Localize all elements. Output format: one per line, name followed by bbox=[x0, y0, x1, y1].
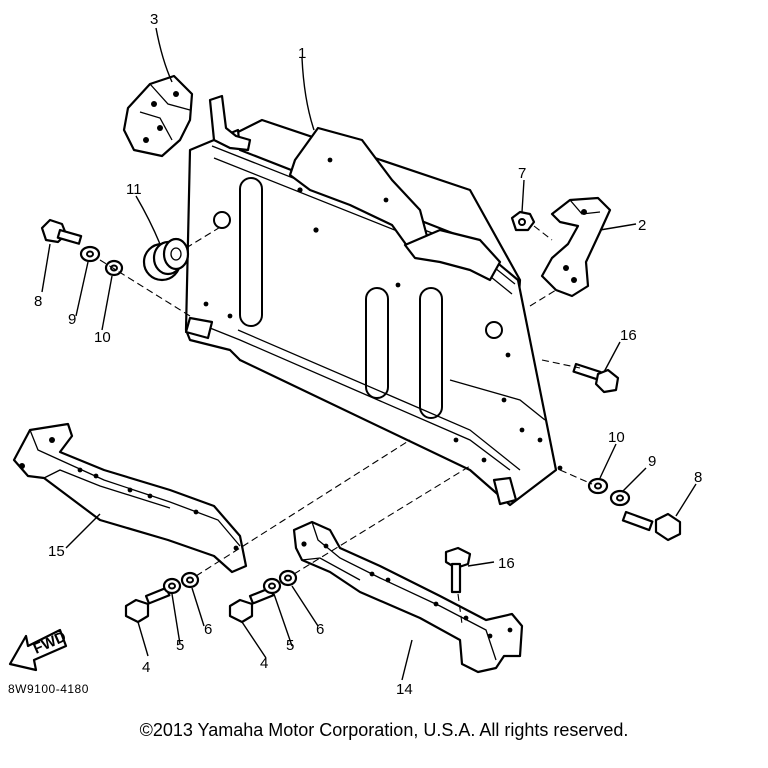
fwd-arrow-icon: FWD bbox=[8, 628, 69, 672]
part-label-4-right: 4 bbox=[260, 655, 268, 672]
bolt-part-8-right bbox=[621, 510, 682, 542]
part-label-4-left: 4 bbox=[142, 659, 150, 676]
part-label-5-right: 5 bbox=[286, 637, 294, 654]
bracket-part-3 bbox=[122, 74, 194, 158]
bolt-part-16-lower bbox=[444, 546, 472, 594]
washer-part-5-right bbox=[262, 577, 282, 595]
part-label-11: 11 bbox=[126, 181, 142, 198]
part-label-9-right: 9 bbox=[648, 453, 656, 470]
part-label-16-lower: 16 bbox=[498, 555, 515, 572]
part-label-6-left: 6 bbox=[204, 621, 212, 638]
main-frame-part-1 bbox=[184, 94, 563, 507]
leader-lines bbox=[41, 27, 697, 681]
part-label-10-right: 10 bbox=[608, 429, 625, 446]
washer-part-9-left bbox=[79, 245, 101, 263]
part-label-3: 3 bbox=[150, 11, 158, 28]
part-label-6-right: 6 bbox=[316, 621, 324, 638]
grommet-part-11 bbox=[142, 237, 190, 282]
washer-part-10-left bbox=[104, 259, 124, 277]
bracket-part-2 bbox=[540, 196, 612, 298]
part-label-16-upper: 16 bbox=[620, 327, 637, 344]
washer-part-6-right bbox=[278, 569, 298, 587]
part-label-10-left: 10 bbox=[94, 329, 111, 346]
bolt-part-8-left bbox=[40, 218, 83, 245]
assembly-lines bbox=[99, 225, 593, 625]
washer-part-5-left bbox=[162, 577, 182, 595]
copyright-notice: ©2013 Yamaha Motor Corporation, U.S.A. A… bbox=[139, 720, 629, 740]
washer-part-6-left bbox=[180, 571, 200, 589]
nut-part-7 bbox=[510, 210, 536, 232]
part-label-14: 14 bbox=[396, 681, 413, 698]
part-label-1: 1 bbox=[298, 45, 306, 62]
part-label-15: 15 bbox=[48, 543, 65, 560]
part-label-2: 2 bbox=[638, 217, 646, 234]
rail-part-15 bbox=[12, 422, 248, 574]
rail-part-14 bbox=[292, 520, 524, 674]
part-label-8-right: 8 bbox=[694, 469, 702, 486]
bolt-part-16-upper bbox=[572, 362, 620, 394]
part-label-5-left: 5 bbox=[176, 637, 184, 654]
part-label-7: 7 bbox=[518, 165, 526, 182]
diagram-code: 8W9100-4180 bbox=[8, 682, 89, 696]
washer-part-9-right bbox=[609, 489, 631, 507]
part-number-labels: 3 1 7 2 11 8 9 10 16 10 9 8 15 16 4 5 6 … bbox=[34, 11, 702, 698]
part-label-8-left: 8 bbox=[34, 293, 42, 310]
part-label-9-left: 9 bbox=[68, 311, 76, 328]
bolt-part-4-left bbox=[124, 586, 171, 624]
washer-part-10-right bbox=[587, 477, 609, 495]
bolt-part-4-right bbox=[228, 586, 275, 624]
